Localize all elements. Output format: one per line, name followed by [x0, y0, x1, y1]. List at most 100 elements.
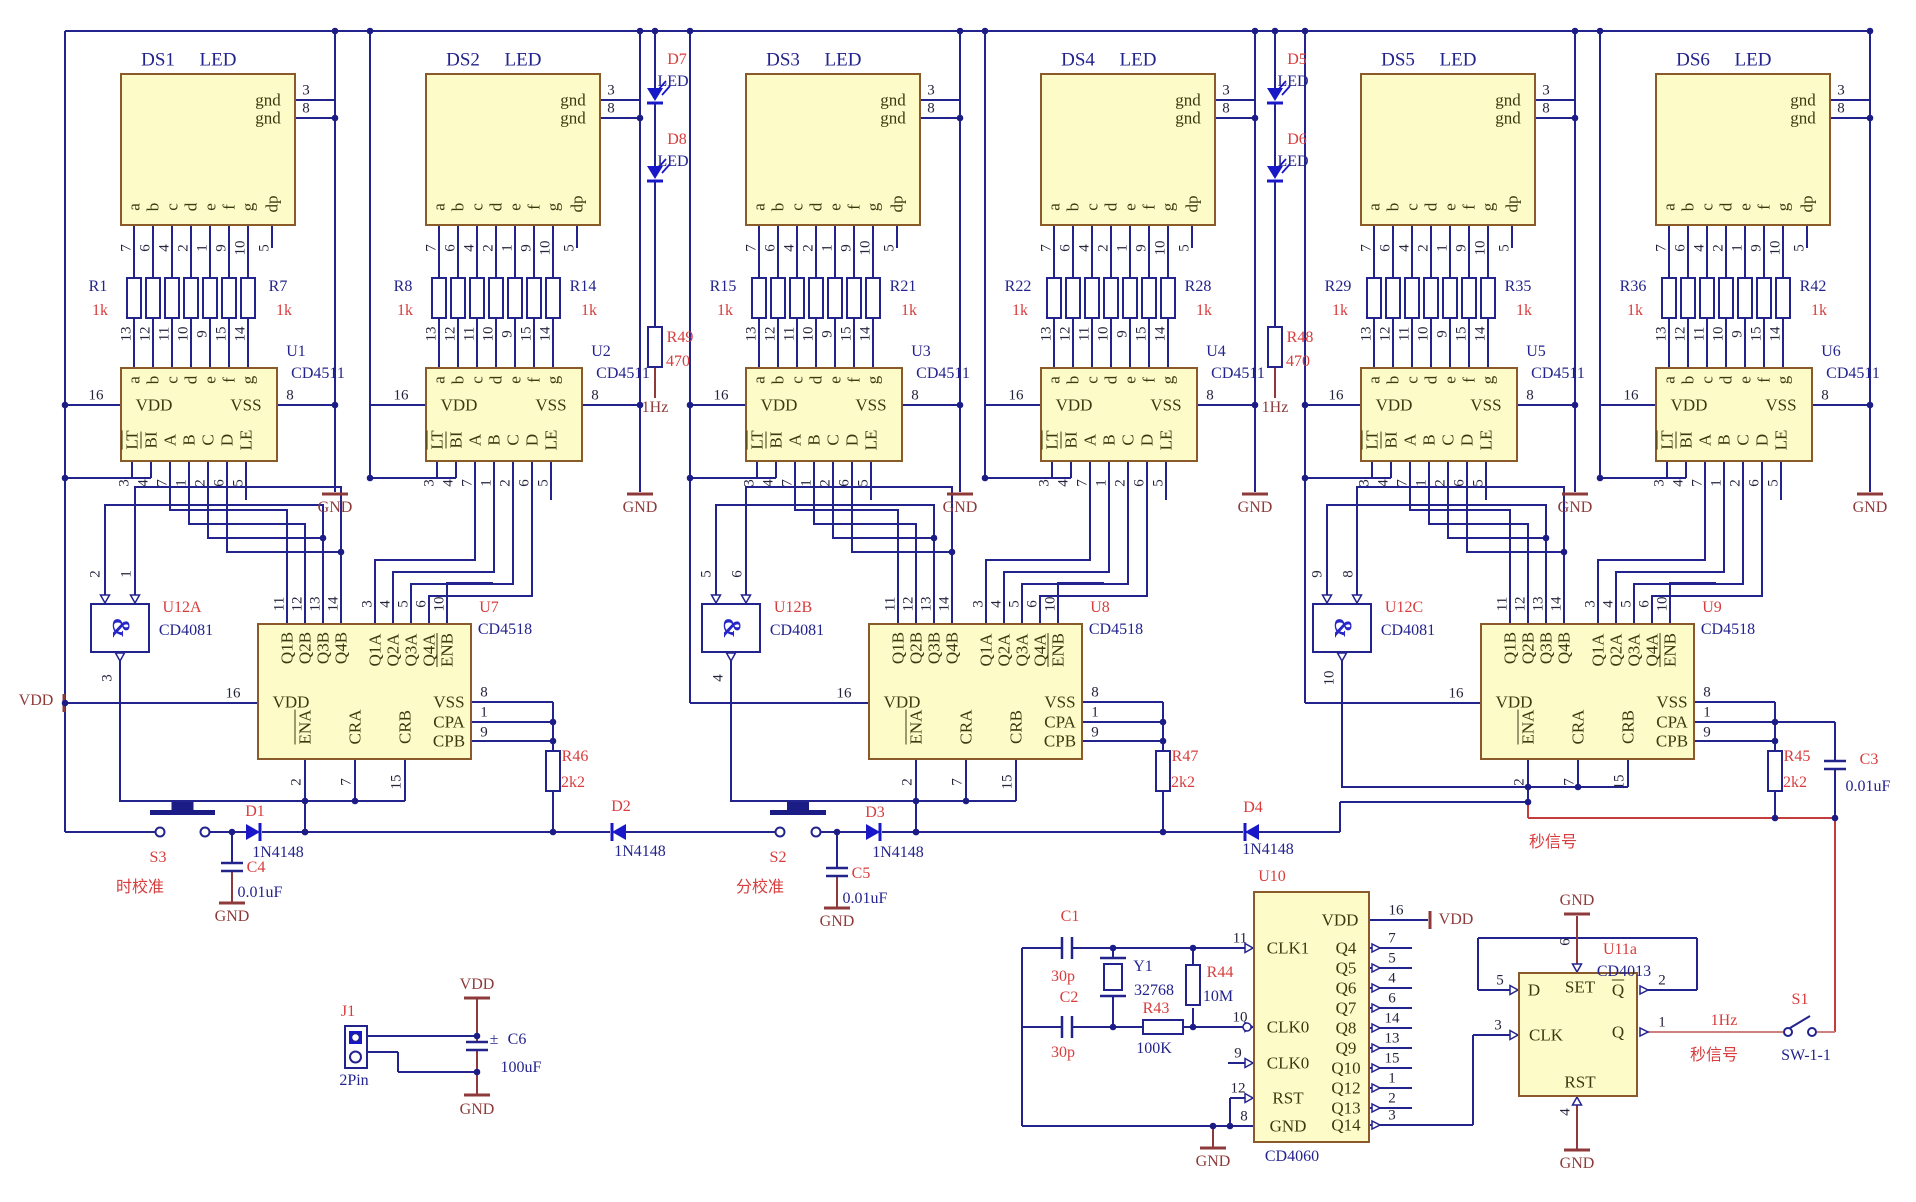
- decoder-bottom-pin: C: [823, 434, 843, 446]
- display-part: LED: [1439, 49, 1477, 71]
- switch-function-label: 时校准: [115, 879, 165, 896]
- ic-output-label: Q5: [1335, 958, 1357, 978]
- display-pin-label: dp: [567, 195, 587, 213]
- decoder-bottom-number: 2: [192, 479, 209, 487]
- counter-qb-label: Q3B: [313, 631, 333, 665]
- display-pin-label: f: [524, 204, 544, 210]
- decoder-top-pin: f: [1459, 377, 1479, 383]
- decoder-input-number: 11: [781, 326, 798, 342]
- gnd-symbol-label: GND: [1559, 1155, 1595, 1172]
- decoder-input-number: 13: [1038, 326, 1055, 342]
- ic-output-label: Q12: [1331, 1078, 1361, 1098]
- resistor-value: 1k: [397, 302, 413, 319]
- decoder-vss-label: VSS: [1765, 395, 1797, 415]
- resistor-value: 470: [1286, 353, 1310, 370]
- bcd-decoder-U2: [425, 367, 583, 462]
- counter-qa-number: 4: [377, 600, 394, 608]
- ff-qbar-pin: 2: [1658, 972, 1666, 989]
- gate-output-pin: 3: [99, 674, 116, 682]
- counter-qa-number: 5: [1618, 600, 1635, 608]
- display-pin-label: e: [505, 203, 525, 211]
- decoder-bottom-number: 4: [1375, 479, 1392, 487]
- gnd-symbol-label: GND: [819, 913, 855, 930]
- counter-part: CD4518: [1700, 621, 1756, 638]
- ic-output-number: 6: [1388, 990, 1396, 1007]
- resistor-value: 1k: [92, 302, 108, 319]
- display-designator: DS4: [1061, 49, 1095, 71]
- resistor-value: 100K: [1136, 1040, 1172, 1057]
- counter-right-label: CPA: [433, 712, 465, 732]
- gnd-symbol-label: GND: [1237, 499, 1273, 516]
- counter-qb-number: 11: [882, 596, 899, 612]
- decoder-top-pin: b: [1063, 375, 1083, 385]
- decoder-vss-label: VSS: [1470, 395, 1502, 415]
- decoder-input-number: 10: [800, 326, 817, 342]
- decoder-input-number: 14: [537, 326, 554, 342]
- crystal-value: 32768: [1134, 982, 1174, 999]
- decoder-bottom-number: 5: [230, 479, 247, 487]
- decoder-vdd-label: VDD: [760, 395, 798, 415]
- decoder-bottom-pin: A: [1400, 433, 1420, 447]
- gnd-symbol-label: GND: [1559, 892, 1595, 909]
- decoder-input-number: 12: [442, 326, 459, 342]
- decoder-bottom-number: 1: [798, 479, 815, 487]
- counter-right-pin: 1: [1091, 704, 1099, 721]
- display-gnd-label: gnd: [880, 108, 906, 128]
- decoder-bottom-pin: D: [522, 433, 542, 447]
- display-pin-number: 6: [1377, 244, 1394, 252]
- ic-designator: U10: [1258, 868, 1286, 885]
- decoder-top-pin: c: [1082, 376, 1102, 384]
- decoder-input-number: 15: [518, 326, 535, 342]
- display-part: LED: [824, 49, 862, 71]
- resistor-designator: R47: [1171, 748, 1199, 765]
- display-pin-number: 5: [1176, 244, 1193, 252]
- resistor-designator: R8: [393, 278, 413, 295]
- counter-qa-label: Q1A: [976, 633, 996, 667]
- diode-part: 1N4148: [614, 843, 666, 860]
- display-gnd-pin: 8: [1542, 100, 1550, 117]
- gnd-symbol-label: GND: [1557, 499, 1593, 516]
- decoder-input-number: 9: [499, 330, 516, 338]
- decoder-input-number: 11: [1691, 326, 1708, 342]
- resistor-designator: R43: [1142, 1000, 1170, 1017]
- counter-vdd-pin: 16: [225, 685, 241, 702]
- resistor-value: 1k: [1332, 302, 1348, 319]
- decoder-input-number: 10: [1095, 326, 1112, 342]
- and-gate-symbol: &: [107, 617, 134, 639]
- capacitor-designator: C5: [851, 865, 871, 882]
- counter-vdd-pin: 16: [1448, 685, 1464, 702]
- counter-qb-number: 13: [918, 596, 935, 612]
- decoder-bottom-pin: BI: [1381, 431, 1401, 449]
- decoder-bottom-number: 1: [1413, 479, 1430, 487]
- resistor-value: 2k2: [1171, 774, 1195, 791]
- display-pin-label: a: [1659, 203, 1679, 211]
- counter-bottom-label: CRB: [1618, 709, 1638, 745]
- decoder-vdd-pin: 16: [1328, 387, 1344, 404]
- display-pin-number: 10: [1152, 240, 1169, 256]
- display-pin-number: 7: [423, 244, 440, 252]
- decoder-top-pin: b: [768, 375, 788, 385]
- ic-output-number: 14: [1384, 1010, 1400, 1027]
- display-pin-number: 6: [137, 244, 154, 252]
- decoder-input-number: 9: [1114, 330, 1131, 338]
- decoder-top-pin: d: [806, 375, 826, 385]
- led-designator: D8: [667, 131, 687, 148]
- and-gate-symbol: &: [1329, 617, 1356, 639]
- ic-output-label: Q6: [1335, 978, 1357, 998]
- decoder-input-number: 14: [1152, 326, 1169, 342]
- decoder-bottom-number: 4: [760, 479, 777, 487]
- display-pin-number: 7: [118, 244, 135, 252]
- resistor-designator: R44: [1206, 964, 1234, 981]
- decoder-bottom-pin: LT: [1657, 430, 1677, 450]
- counter-bottom-pin: 7: [1561, 778, 1578, 786]
- resistor-value: 1k: [1012, 302, 1028, 319]
- gate-designator: U12B: [773, 599, 813, 616]
- counter-bottom-pin: 7: [338, 778, 355, 786]
- display-pin-label: f: [219, 204, 239, 210]
- display-gnd-label: gnd: [1495, 90, 1521, 110]
- decoder-input-number: 9: [1729, 330, 1746, 338]
- decoder-bottom-number: 4: [1670, 479, 1687, 487]
- display-pin-label: dp: [887, 195, 907, 213]
- counter-qb-number: 12: [900, 596, 917, 612]
- ff-set-label: SET: [1564, 977, 1596, 997]
